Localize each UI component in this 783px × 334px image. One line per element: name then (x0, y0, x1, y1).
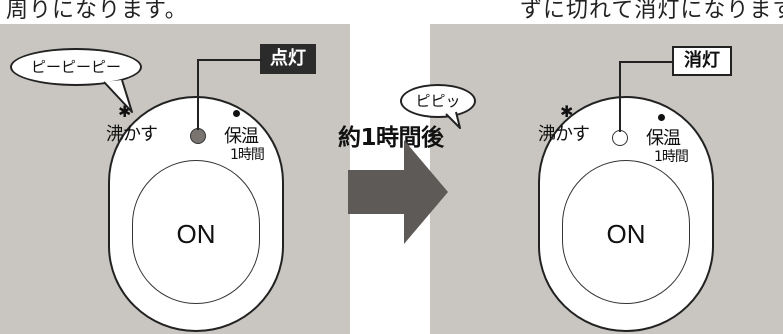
sound-bubble-beeps: ピーピーピー (10, 48, 142, 86)
transition-caption: 約1時間後 (338, 125, 444, 151)
header-left-text: 周りになります。 (6, 0, 188, 23)
dot-icon (233, 110, 240, 117)
boil-label: 沸かす (106, 124, 158, 145)
sound-bubble-beep: ピピッ (400, 84, 476, 118)
boil-label: 沸かす (538, 124, 590, 145)
keep-warm-label: 保温 (224, 126, 259, 147)
kettle-switch-before: ON (108, 96, 284, 332)
keep-warm-label: 保温 (646, 128, 681, 149)
bubble-tail-right (445, 111, 461, 129)
leader-line-left (197, 59, 262, 130)
one-hour-label: 1時間 (654, 149, 689, 165)
bubble-tail-left (103, 79, 133, 113)
status-tag-lit: 点灯 (260, 44, 316, 74)
leader-line-right (619, 61, 674, 132)
status-tag-unlit: 消灯 (672, 46, 732, 76)
on-label: ON (176, 219, 216, 249)
one-hour-label: 1時間 (230, 147, 265, 163)
dot-icon (658, 114, 665, 121)
right-arrow-icon (348, 140, 448, 244)
header-right-text: ずに切れて消灯になります。 (520, 0, 783, 23)
switch-inner-outline: ON (132, 160, 260, 304)
sun-icon: ✱ (560, 102, 574, 121)
switch-inner-outline: ON (562, 160, 690, 304)
on-label: ON (606, 219, 646, 249)
